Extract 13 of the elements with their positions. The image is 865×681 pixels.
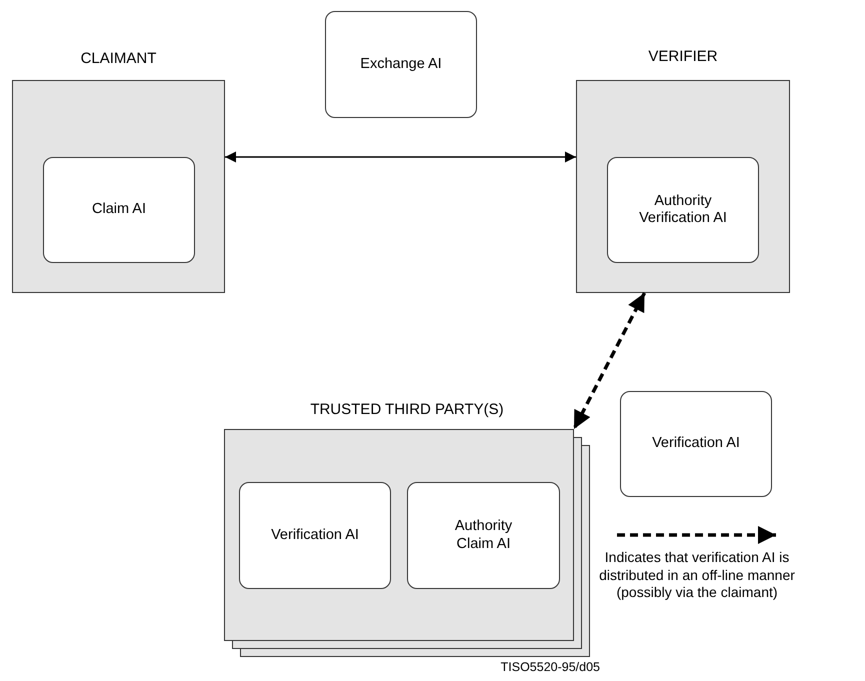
rounded-box: Verification AI	[239, 482, 391, 589]
rounded-box: Exchange AI	[325, 11, 477, 118]
arrow	[225, 152, 576, 162]
panel-heading: CLAIMANT	[80, 50, 158, 67]
rounded-box: Authority Claim AI	[407, 482, 560, 589]
figure-code: TISO5520-95/d05	[500, 659, 600, 676]
dashed-arrow	[572, 292, 646, 430]
panel-heading: VERIFIER	[647, 48, 719, 65]
rounded-box: Claim AI	[43, 157, 195, 263]
legend-text: Indicates that verification AI is distributed in an off-line manner (possibly via the claimant)	[598, 549, 796, 602]
rounded-box: Authority Verification AI	[607, 157, 759, 263]
panel-heading: TRUSTED THIRD PARTY(S)	[309, 401, 505, 418]
rounded-box: Verification AI	[620, 391, 772, 497]
